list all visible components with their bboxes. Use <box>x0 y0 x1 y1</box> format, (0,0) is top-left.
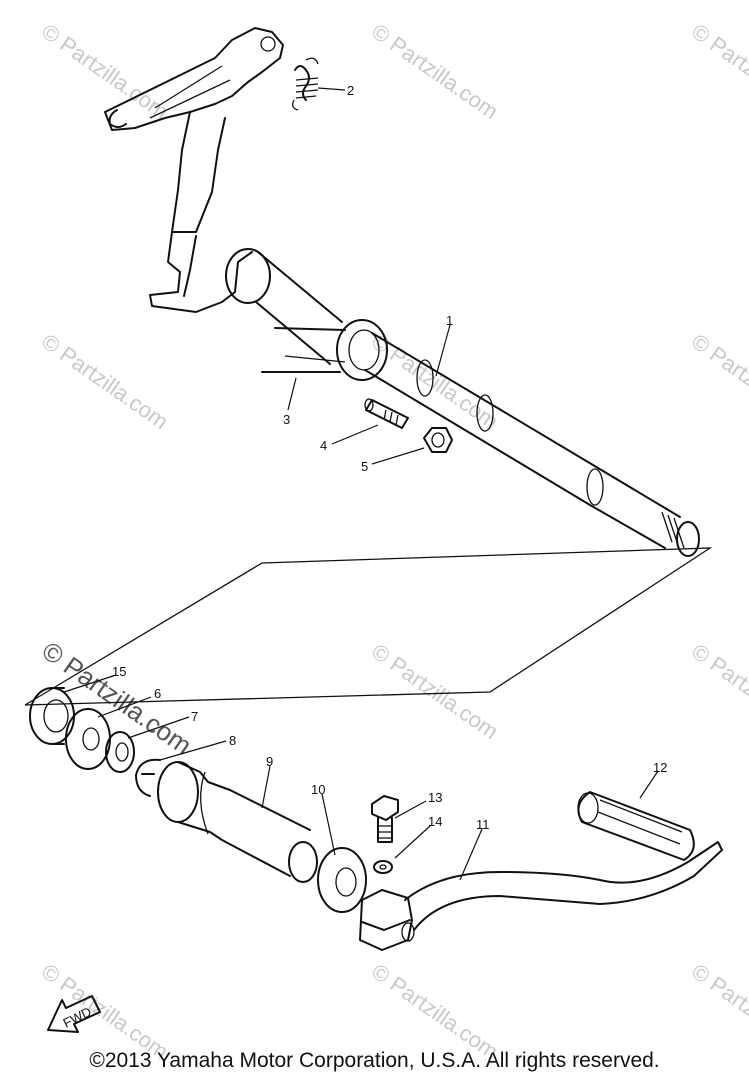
callout-13: 13 <box>428 790 442 805</box>
callout-1: 1 <box>446 313 453 328</box>
part-14-washer <box>373 860 393 874</box>
part-6-washer <box>65 708 111 770</box>
alignment-outline <box>24 547 713 706</box>
callout-6: 6 <box>154 686 161 701</box>
copyright-notice: ©2013 Yamaha Motor Corporation, U.S.A. A… <box>89 1049 660 1072</box>
part-4-stud-bolt <box>364 398 409 429</box>
callout-8: 8 <box>229 733 236 748</box>
part-7-washer <box>105 731 135 773</box>
watermark-layer: © Partzilla.com © Partzilla.com © Partzi… <box>37 19 749 1065</box>
part-2-spring <box>292 57 319 111</box>
part-11-shift-pedal <box>359 841 723 951</box>
watermark: © Partzilla.com <box>367 639 503 745</box>
part-5-nut <box>423 427 453 453</box>
callout-7: 7 <box>191 709 198 724</box>
fwd-arrow-icon: FWD <box>47 995 101 1033</box>
callout-10: 10 <box>311 782 325 797</box>
watermark: © Partzilla.com <box>37 19 173 125</box>
part-8-circlip <box>135 758 161 797</box>
watermark: © Partzilla.com <box>687 639 749 745</box>
callout-5: 5 <box>361 459 368 474</box>
callout-4: 4 <box>320 438 327 453</box>
callout-14: 14 <box>428 814 442 829</box>
callout-9: 9 <box>266 754 273 769</box>
watermark: © Partzilla.com <box>37 329 173 435</box>
watermark: © Partzilla.com <box>687 329 749 435</box>
watermark: © Partzilla.com <box>687 19 749 125</box>
leader-lines <box>63 87 659 881</box>
part-12-pedal-rubber <box>577 791 695 861</box>
part-1-shift-shaft <box>104 27 700 557</box>
callout-2: 2 <box>347 83 354 98</box>
part-15-oil-seal <box>29 687 75 745</box>
part-9-collar <box>157 761 318 883</box>
callout-12: 12 <box>653 760 667 775</box>
part-3-torsion-spring <box>261 319 388 381</box>
watermark: © Partzilla.com <box>367 19 503 125</box>
callout-3: 3 <box>283 412 290 427</box>
part-13-bolt <box>371 795 399 843</box>
part-10-washer <box>317 847 367 913</box>
callout-15: 15 <box>112 664 126 679</box>
callout-labels: 1 2 3 4 5 6 7 8 9 10 11 12 13 14 15 <box>112 83 667 832</box>
callout-11: 11 <box>476 817 490 832</box>
